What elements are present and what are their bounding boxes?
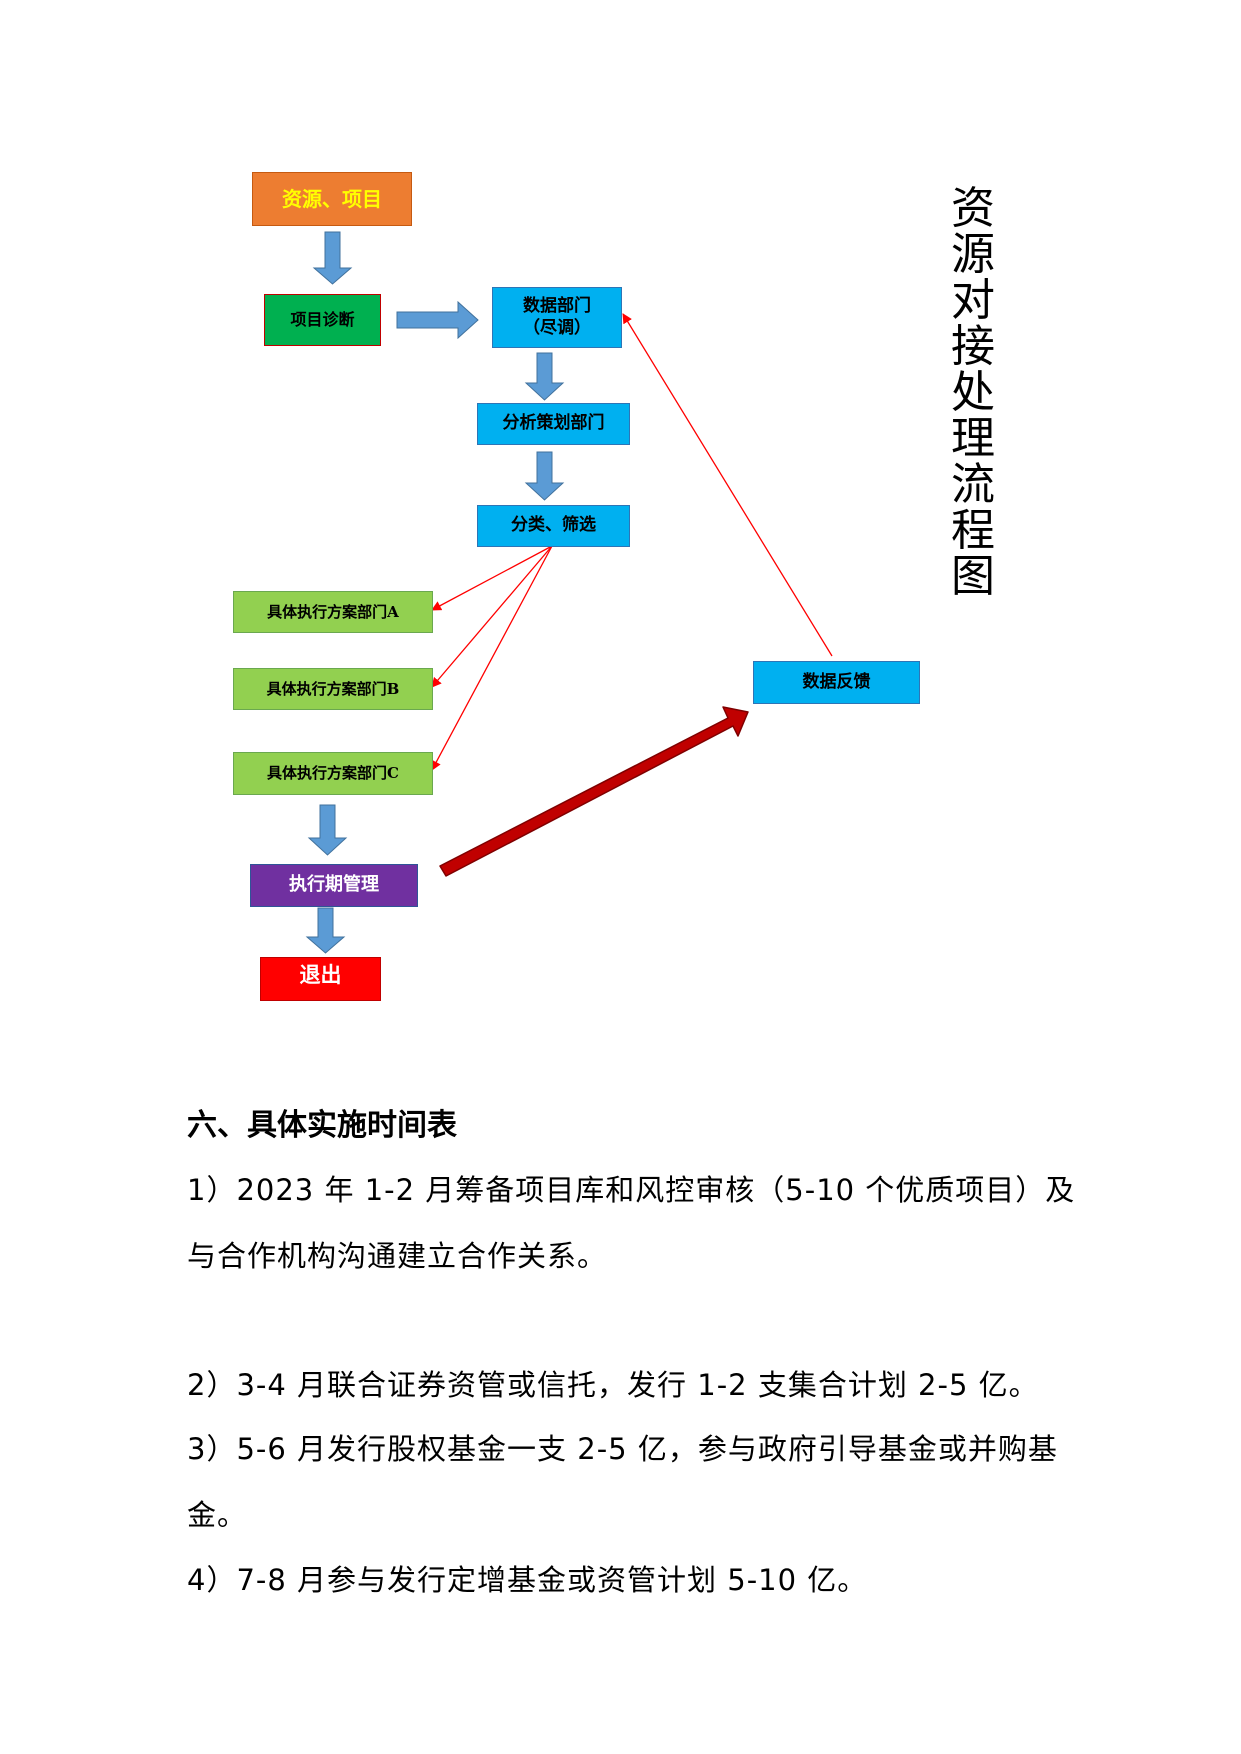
- node-exec-c-label: 具体执行方案部门C: [267, 764, 399, 783]
- schedule-item-4: 4）7-8 月参与发行定增基金或资管计划 5-10 亿。: [187, 1563, 868, 1597]
- node-exec-c: 具体执行方案部门C: [233, 752, 433, 795]
- red-arrow-feedback-to-data: [622, 313, 833, 657]
- schedule-item-2: 2）3-4 月联合证券资管或信托，发行 1-2 支集合计划 2-5 亿。: [187, 1368, 1039, 1402]
- node-exit: 退出: [260, 957, 381, 1001]
- red-arrow-classify-to-exec-c: [431, 545, 553, 771]
- node-data-dept-line1: 数据部门: [523, 296, 591, 317]
- down-arrow-exec-c-to-mgmt: [307, 804, 348, 856]
- node-exec-a-label: 具体执行方案部门A: [267, 602, 399, 621]
- node-data-dept-line2: （尽调）: [523, 317, 591, 338]
- node-classify: 分类、筛选: [477, 505, 630, 547]
- schedule-item-3: 3）5-6 月发行股权基金一支 2-5 亿，参与政府引导基金或并购基金。: [187, 1432, 1058, 1532]
- node-feedback-label: 数据反馈: [802, 671, 871, 692]
- schedule-item-1: 1）2023 年 1-2 月筹备项目库和风控审核（5-10 个优质项目）及与合作…: [187, 1173, 1076, 1273]
- node-analysis-label: 分析策划部门: [502, 413, 605, 434]
- right-arrow-diagnosis-to-data: [396, 300, 479, 340]
- down-arrow-data-to-analysis: [524, 352, 565, 401]
- node-diagnosis: 项目诊断: [264, 294, 381, 346]
- node-exit-label: 退出: [299, 962, 342, 987]
- node-execution-mgmt: 执行期管理: [250, 864, 418, 907]
- down-arrow-resources-to-diagnosis: [312, 231, 353, 285]
- red-arrow-classify-to-exec-b: [431, 545, 553, 688]
- node-exec-b-label: 具体执行方案部门B: [266, 679, 400, 698]
- node-exec-a: 具体执行方案部门A: [233, 591, 433, 633]
- node-resources-label: 资源、项目: [282, 186, 382, 211]
- node-diagnosis-label: 项目诊断: [290, 310, 355, 329]
- flowchart-title: 资源对接处理流程图: [951, 183, 995, 602]
- node-resources: 资源、项目: [252, 172, 412, 226]
- flowchart-arrows: [305, 231, 833, 954]
- down-arrow-mgmt-to-exit: [305, 907, 346, 954]
- dark-red-arrow-mgmt-to-feedback: [439, 706, 749, 877]
- node-data-dept: 数据部门 （尽调）: [492, 287, 622, 348]
- node-exec-b: 具体执行方案部门B: [233, 668, 433, 710]
- red-arrow-classify-to-exec-a: [431, 545, 553, 611]
- section-heading: 六、具体实施时间表: [187, 1108, 457, 1143]
- node-feedback: 数据反馈: [753, 661, 920, 704]
- down-arrow-analysis-to-classify: [524, 451, 565, 501]
- node-execution-mgmt-label: 执行期管理: [289, 874, 379, 896]
- node-analysis: 分析策划部门: [477, 403, 630, 445]
- node-classify-label: 分类、筛选: [511, 515, 596, 536]
